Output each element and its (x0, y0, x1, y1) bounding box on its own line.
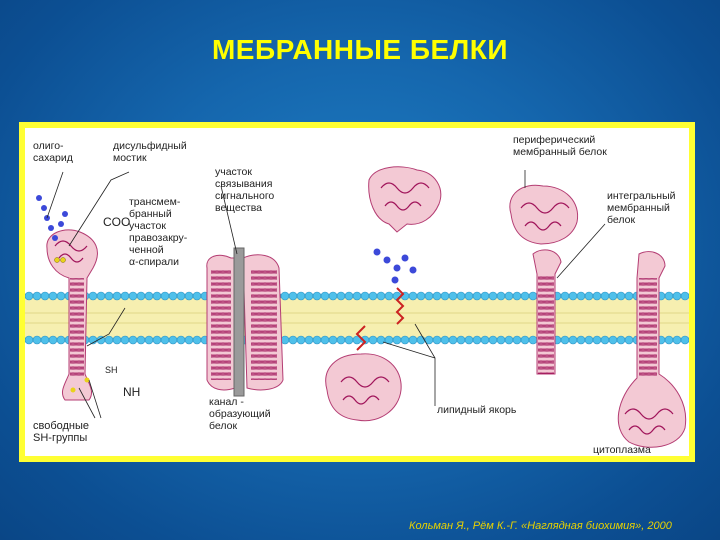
lipid-bilayer (25, 291, 689, 345)
label-lipid-anchor: липидный якорь (437, 404, 517, 416)
diagram-svg (25, 166, 689, 448)
lipid-anchor-zigzag (395, 287, 405, 325)
free-sh-marks (70, 377, 90, 393)
lower-anchor-zigzag (355, 325, 367, 351)
oligosaccharide-chain (36, 195, 68, 241)
label-cooh: COO (103, 215, 131, 229)
integral-membrane-protein (617, 251, 687, 448)
label-cytoplasm: цитоплазма (593, 444, 651, 456)
label-signal-binding-site: участок связывания сигнального вещества (215, 166, 275, 214)
membrane-protein-diagram: олиго- сахарид дисульфидный мостик транс… (25, 128, 689, 456)
label-integral-protein: интегральный мембранный белок (607, 190, 676, 226)
label-nh3: NH (123, 385, 141, 399)
figure-frame: олиго- сахарид дисульфидный мостик транс… (19, 122, 695, 462)
label-peripheral-protein: периферический мембранный белок (513, 134, 607, 158)
label-disulfide-bridge: дисульфидный мостик (113, 140, 187, 164)
peripheral-protein-bottom (325, 353, 402, 422)
leader-lines (46, 170, 606, 419)
peripheral-protein-top (368, 166, 442, 233)
transmembrane-protein (46, 229, 98, 401)
source-citation: Кольман Я., Рём К.-Г. «Наглядная биохими… (409, 520, 672, 532)
slide-title: МЕБРАННЫЕ БЕЛКИ (211, 34, 509, 65)
channel-forming-protein (206, 247, 284, 397)
label-transmembrane-segment: трансмем- бранный участок правозакру- че… (129, 196, 188, 268)
label-channel-protein: канал - образующий белок (209, 396, 271, 432)
peripheral-membrane-protein (509, 184, 579, 245)
glycolipid-sugars (373, 248, 417, 284)
disulfide-bridge (54, 257, 66, 263)
integral-protein-left (532, 249, 562, 375)
label-oligosaccharide: олиго- сахарид (33, 140, 73, 164)
label-sh: SH (105, 365, 118, 375)
label-free-sh-groups: свободные SH-группы (33, 420, 90, 444)
